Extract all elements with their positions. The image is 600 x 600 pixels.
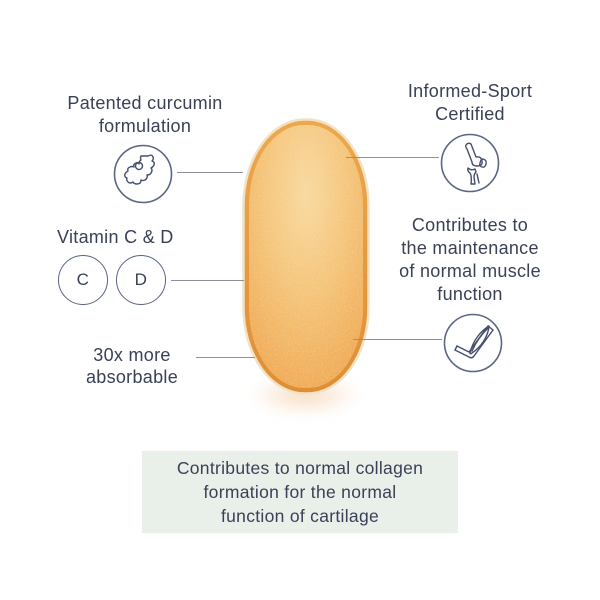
collagen-claim-line2: formation for the normal xyxy=(203,482,397,502)
connector-line-muscle xyxy=(353,339,442,341)
vitamin-d-badge: D xyxy=(116,255,166,305)
vitamin-c-badge: C xyxy=(58,255,108,305)
flexed-arm-icon xyxy=(443,313,503,373)
connector-line-absorbable xyxy=(196,357,255,359)
connector-line-curcumin xyxy=(177,172,243,174)
absorbable-label: 30x more absorbable xyxy=(32,344,232,388)
turmeric-root-icon xyxy=(113,144,173,204)
informed-sport-line1: Informed-Sport xyxy=(407,81,533,101)
patented-curcumin-label: Patented curcumin formulation xyxy=(25,92,265,138)
muscle-function-line3: of normal muscle xyxy=(399,261,541,281)
connector-line-informed-sport xyxy=(346,157,439,159)
absorbable-line1: 30x more xyxy=(93,345,171,365)
knee-joint-icon xyxy=(440,133,500,193)
connector-line-vitamins xyxy=(171,280,244,282)
vitamin-d-letter: D xyxy=(134,270,148,289)
vitamin-cd-label: Vitamin C & D xyxy=(57,227,174,247)
collagen-claim-line3: function of cartilage xyxy=(220,506,380,526)
collagen-claim-line1: Contributes to normal collagen xyxy=(176,458,424,478)
informed-sport-line2: Certified xyxy=(435,104,505,124)
patented-curcumin-line2: formulation xyxy=(98,116,192,136)
collagen-claim-banner: Contributes to normal collagen formation… xyxy=(142,451,458,533)
tablet-graphic xyxy=(242,118,370,395)
vitamin-c-letter: C xyxy=(76,270,90,289)
absorbable-line2: absorbable xyxy=(85,367,179,387)
informed-sport-label: Informed-Sport Certified xyxy=(350,80,590,126)
tablet-image xyxy=(242,118,370,395)
patented-curcumin-line1: Patented curcumin xyxy=(67,93,223,113)
muscle-function-line2: the maintenance xyxy=(401,238,539,258)
muscle-function-line4: function xyxy=(437,284,503,304)
muscle-function-line1: Contributes to xyxy=(411,215,529,235)
muscle-function-label: Contributes to the maintenance of normal… xyxy=(350,214,590,306)
